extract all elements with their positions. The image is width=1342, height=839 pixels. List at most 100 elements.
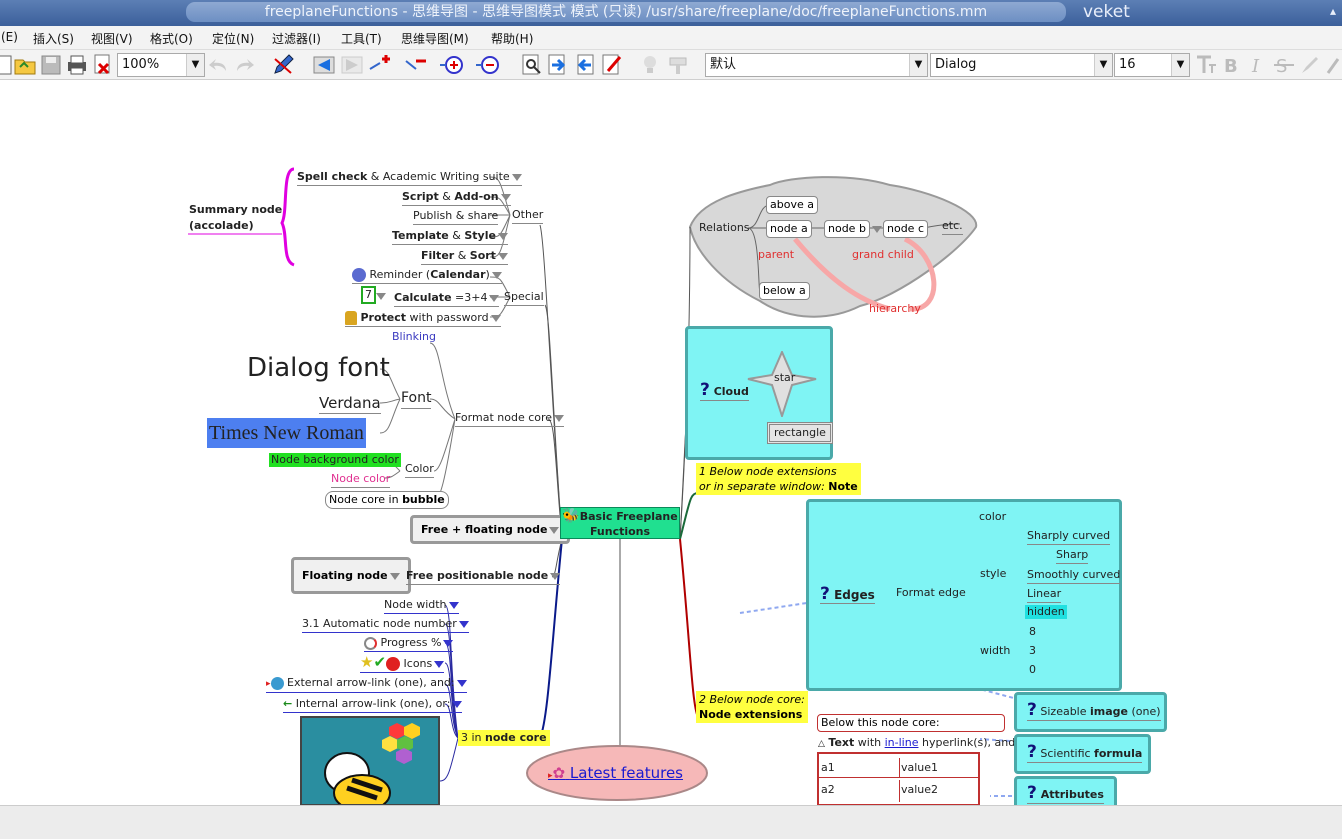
open-icon[interactable]	[13, 53, 37, 77]
special-node[interactable]: Special	[504, 290, 544, 306]
blinking-node[interactable]: Blinking	[392, 330, 437, 343]
node-color-node[interactable]: Node color	[331, 472, 391, 488]
fold-icon[interactable]	[491, 271, 502, 279]
nav-prev-icon[interactable]	[312, 53, 336, 77]
font-select[interactable]: Dialog▼	[930, 53, 1113, 77]
floating-node[interactable]: Floating node	[291, 557, 411, 594]
undo-icon[interactable]	[206, 53, 230, 77]
below-core-node[interactable]: Below this node core:	[817, 714, 1005, 732]
fold-icon[interactable]	[452, 700, 463, 708]
style-sharp[interactable]: Sharp	[1056, 548, 1089, 564]
font-node[interactable]: Font	[401, 389, 432, 409]
summary-node[interactable]: Summary node (accolade)	[189, 203, 283, 232]
star-node[interactable]: star	[774, 371, 796, 384]
publish-node[interactable]: Publish & share	[413, 209, 499, 225]
print-icon[interactable]	[65, 53, 89, 77]
icons-node[interactable]: ★✔ Icons	[360, 655, 445, 673]
fold-icon[interactable]	[374, 289, 386, 303]
edge-style-node[interactable]: style	[980, 567, 1007, 580]
fold-icon[interactable]	[443, 639, 454, 647]
fold-icon[interactable]	[389, 572, 400, 580]
relations-node[interactable]: Relations	[699, 221, 750, 234]
table-cell[interactable]: a2	[821, 783, 835, 796]
calculate-node[interactable]: Calculate =3+4	[394, 291, 500, 307]
times-new-roman-node[interactable]: Times New Roman	[207, 418, 366, 448]
width-0[interactable]: 0	[1029, 663, 1036, 676]
format-edge-node[interactable]: Format edge	[896, 586, 966, 599]
italic-icon[interactable]: I	[1246, 53, 1270, 77]
menu-view[interactable]: 视图(V)	[91, 32, 133, 46]
fold-icon[interactable]	[458, 620, 469, 628]
style-smoothly-curved[interactable]: Smoothly curved	[1027, 568, 1121, 584]
nav-next-icon[interactable]	[340, 53, 364, 77]
format-painter-icon[interactable]	[666, 53, 690, 77]
more-icon[interactable]	[1324, 53, 1342, 77]
menu-navigate[interactable]: 定位(N)	[212, 32, 255, 46]
filter-node[interactable]: Filter & Sort	[421, 249, 508, 265]
bubble-node[interactable]: Node core in bubble	[325, 491, 449, 509]
internal-link-node[interactable]: ← Internal arrow-link (one), or:	[283, 697, 463, 713]
fold-icon[interactable]	[870, 222, 882, 236]
menu-format[interactable]: 格式(O)	[150, 32, 193, 46]
table-cell[interactable]: value1	[901, 761, 939, 774]
menu-mindmap[interactable]: 思维导图(M)	[401, 32, 469, 46]
edge-width-node[interactable]: width	[980, 644, 1011, 657]
brush-icon[interactable]	[1298, 53, 1322, 77]
save-icon[interactable]	[39, 53, 63, 77]
above-a-node[interactable]: above a	[766, 196, 818, 214]
width-8[interactable]: 8	[1029, 625, 1036, 638]
width-3[interactable]: 3	[1029, 644, 1036, 657]
format-node-core[interactable]: Format node core	[455, 411, 565, 427]
auto-number-node[interactable]: 3.1 Automatic node number	[302, 617, 469, 633]
reminder-node[interactable]: Reminder (Calendar)	[352, 268, 502, 284]
rectangle-node[interactable]: rectangle	[767, 422, 833, 444]
node-a[interactable]: node a	[766, 220, 812, 238]
menu-edit[interactable]: (E)	[1, 30, 18, 44]
find-icon[interactable]	[520, 53, 544, 77]
attributes-node[interactable]: ? Attributes	[1027, 783, 1104, 804]
goto-back-icon[interactable]	[546, 53, 570, 77]
template-node[interactable]: Template & Style	[392, 229, 508, 245]
style-hidden[interactable]: hidden	[1025, 605, 1067, 619]
fold-icon[interactable]	[500, 193, 511, 201]
node-b[interactable]: node b	[824, 220, 870, 238]
fold-icon[interactable]	[440, 53, 464, 77]
free-floating-node[interactable]: Free + floating node	[410, 515, 571, 544]
fold-icon[interactable]	[434, 660, 445, 668]
zoom-select[interactable]: 100%▼	[117, 53, 205, 77]
bg-color-node[interactable]: Node background color	[269, 453, 401, 467]
node-width-node[interactable]: Node width	[384, 598, 459, 614]
extensions-node[interactable]: 2 Below node core:Node extensions	[696, 691, 808, 723]
verdana-node[interactable]: Verdana	[319, 394, 381, 414]
cloud-node[interactable]: ? Cloud	[700, 380, 749, 401]
node-c[interactable]: node c	[883, 220, 928, 238]
table-cell[interactable]: value2	[901, 783, 939, 796]
fold-icon[interactable]	[550, 572, 561, 580]
style-sharply-curved[interactable]: Sharply curved	[1027, 529, 1111, 545]
dialog-font-node[interactable]: Dialog font	[247, 353, 390, 383]
other-node[interactable]: Other	[512, 208, 544, 224]
fold-icon[interactable]	[549, 526, 560, 534]
strike-icon[interactable]: S	[1272, 53, 1296, 77]
menu-help[interactable]: 帮助(H)	[491, 32, 534, 46]
bold-icon[interactable]: B	[1220, 53, 1244, 77]
redo-icon[interactable]	[233, 53, 257, 77]
menu-tools[interactable]: 工具(T)	[341, 32, 382, 46]
text-style-icon[interactable]	[1194, 53, 1218, 77]
color-node[interactable]: Color	[405, 462, 434, 478]
mindmap-canvas[interactable]: Summary node (accolade) Spell check & Ac…	[0, 81, 1342, 805]
script-node[interactable]: Script & Add-on	[402, 190, 511, 206]
root-node[interactable]: 🐝Basic Freeplane Functions	[560, 507, 680, 539]
new-icon[interactable]	[0, 53, 16, 77]
edit-link-icon[interactable]	[272, 53, 296, 77]
remove-icon[interactable]	[404, 53, 428, 77]
edges-node[interactable]: ? Edges	[820, 584, 875, 604]
properties-icon[interactable]	[600, 53, 624, 77]
fold-icon[interactable]	[448, 601, 459, 609]
sizeable-image-node[interactable]: ? Sizeable image (one)	[1027, 700, 1161, 721]
fold-icon[interactable]	[489, 294, 500, 302]
add-child-icon[interactable]	[368, 53, 392, 77]
edge-color-node[interactable]: color	[979, 510, 1007, 523]
style-linear[interactable]: Linear	[1027, 587, 1062, 603]
